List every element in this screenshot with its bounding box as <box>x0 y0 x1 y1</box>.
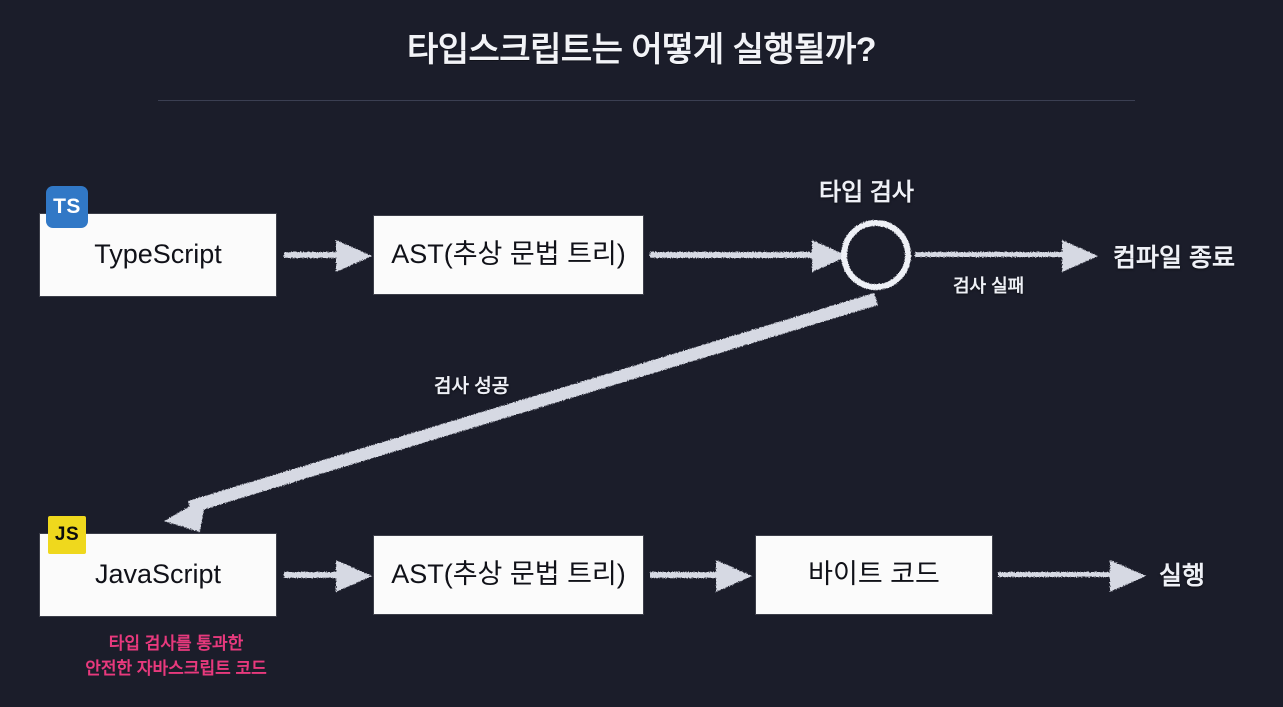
javascript-annotation-line-1: 타입 검사를 통과한 <box>108 634 244 653</box>
title-divider <box>158 100 1135 101</box>
typescript-logo-text: TS <box>53 195 81 218</box>
javascript-annotation-line-2: 안전한 자바스크립트 코드 <box>85 658 267 678</box>
node-typescript-ast[interactable]: AST(추상 문법 트리) <box>374 216 643 294</box>
label-check-failed: 검사 실패 <box>953 276 1025 296</box>
node-typescript-label: TypeScript <box>94 239 222 270</box>
node-javascript[interactable]: JavaScript <box>40 534 276 616</box>
node-bytecode[interactable]: 바이트 코드 <box>756 536 992 614</box>
node-javascript-ast-label: AST(추상 문법 트리) <box>391 559 626 590</box>
label-execute: 실행 <box>1159 562 1206 590</box>
label-type-check: 타입 검사 <box>819 179 914 206</box>
javascript-annotation: 타입 검사를 통과한 안전한 자바스크립트 코드 <box>66 632 286 681</box>
node-javascript-label: JavaScript <box>94 559 222 590</box>
page-title: 타입스크립트는 어떻게 실행될까? <box>406 31 877 69</box>
label-compile-end: 컴파일 종료 <box>1113 244 1235 272</box>
label-check-passed: 검사 성공 <box>434 376 510 397</box>
node-bytecode-label: 바이트 코드 <box>808 559 940 590</box>
javascript-logo-icon: JS <box>48 516 86 554</box>
node-javascript-ast[interactable]: AST(추상 문법 트리) <box>374 536 643 614</box>
javascript-logo-text: JS <box>54 524 80 545</box>
typescript-logo-icon: TS <box>46 186 88 228</box>
node-typescript-ast-label: AST(추상 문법 트리) <box>391 239 626 270</box>
